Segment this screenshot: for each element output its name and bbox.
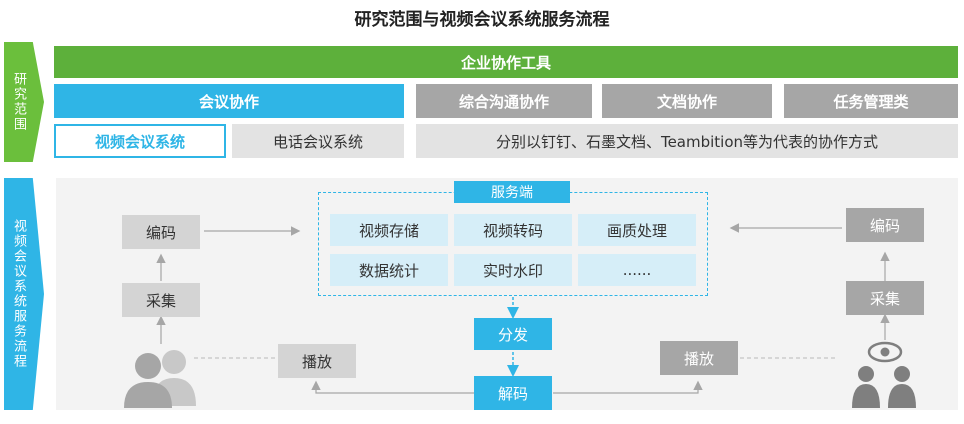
scope-side-label-text: 研究范围 bbox=[11, 72, 26, 132]
server-cell-more: ...... bbox=[578, 254, 696, 286]
category-task-mgmt: 任务管理类 bbox=[784, 84, 958, 118]
server-cell-data-stats: 数据统计 bbox=[330, 254, 448, 286]
right-collect-box: 采集 bbox=[846, 281, 924, 315]
category-doc-collab: 文档协作 bbox=[602, 84, 772, 118]
server-label: 服务端 bbox=[454, 181, 570, 203]
arrow-decode-to-left-play bbox=[311, 380, 474, 394]
users-icon-left bbox=[124, 350, 196, 408]
server-cell-quality-processing: 画质处理 bbox=[578, 214, 696, 246]
left-encode-box: 编码 bbox=[122, 215, 200, 249]
flow-side-label-text: 视频会议系统服务流程 bbox=[11, 219, 26, 369]
left-collect-box: 采集 bbox=[122, 283, 200, 317]
arrow-decode-to-right-play bbox=[553, 380, 703, 394]
server-cell-video-storage: 视频存储 bbox=[330, 214, 448, 246]
right-encode-box: 编码 bbox=[846, 208, 924, 242]
category-integrated-comm: 综合沟通协作 bbox=[416, 84, 592, 118]
right-play-box: 播放 bbox=[660, 341, 738, 375]
sub-video-conference: 视频会议系统 bbox=[54, 124, 226, 158]
server-cell-video-transcode: 视频转码 bbox=[454, 214, 572, 246]
page-title: 研究范围与视频会议系统服务流程 bbox=[354, 9, 610, 30]
viewers-eye-icon-right bbox=[852, 341, 916, 408]
left-play-box: 播放 bbox=[278, 344, 356, 378]
enterprise-collab-tools-bar: 企业协作工具 bbox=[54, 46, 958, 78]
decode-box: 解码 bbox=[474, 376, 552, 410]
server-cell-realtime-watermark: 实时水印 bbox=[454, 254, 572, 286]
category-meeting-collab: 会议协作 bbox=[54, 84, 404, 118]
sub-phone-conference: 电话会议系统 bbox=[232, 124, 404, 158]
scope-note: 分别以钉钉、石墨文档、Teambition等为代表的协作方式 bbox=[416, 124, 958, 158]
distribute-box: 分发 bbox=[474, 318, 552, 350]
